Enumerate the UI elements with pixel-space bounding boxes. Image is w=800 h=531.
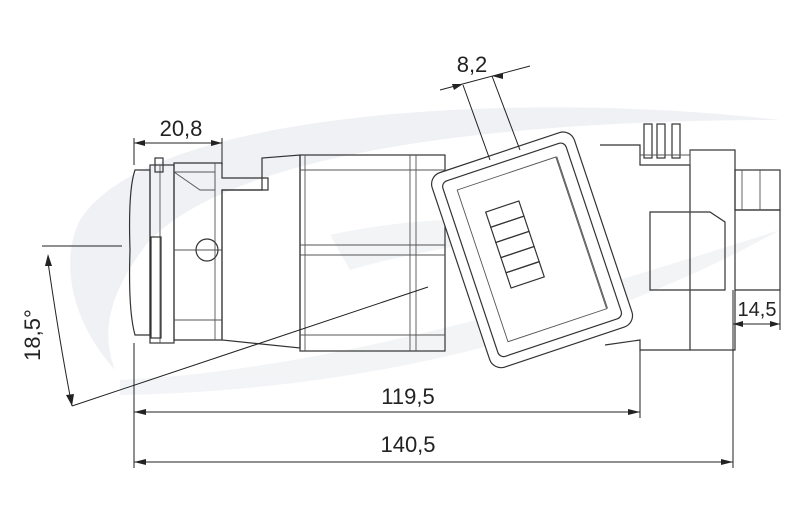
- dimension-8-2-label: 8,2: [457, 52, 488, 77]
- dimension-140-5-label: 140,5: [380, 432, 435, 457]
- locking-latch: [430, 131, 634, 369]
- dimension-119-5-label: 119,5: [381, 384, 434, 409]
- front-coupler: [600, 123, 781, 351]
- rear-shell: [173, 162, 269, 341]
- dimension-140-5: 140,5: [134, 350, 734, 468]
- dimension-20-8-label: 20,8: [160, 116, 203, 141]
- angle-dimension: 18,5°: [20, 245, 429, 407]
- main-housing: [221, 154, 446, 352]
- angle-label: 18,5°: [20, 309, 45, 361]
- dimension-8-2: 8,2: [439, 52, 531, 161]
- dimension-20-8: 20,8: [133, 116, 223, 165]
- dimension-14-5: 14,5: [732, 290, 781, 350]
- watermark-logo: [70, 107, 781, 395]
- dimension-14-5-label: 14,5: [738, 299, 777, 321]
- dimension-119-5: 119,5: [133, 343, 641, 468]
- cable-gland: [128, 157, 175, 344]
